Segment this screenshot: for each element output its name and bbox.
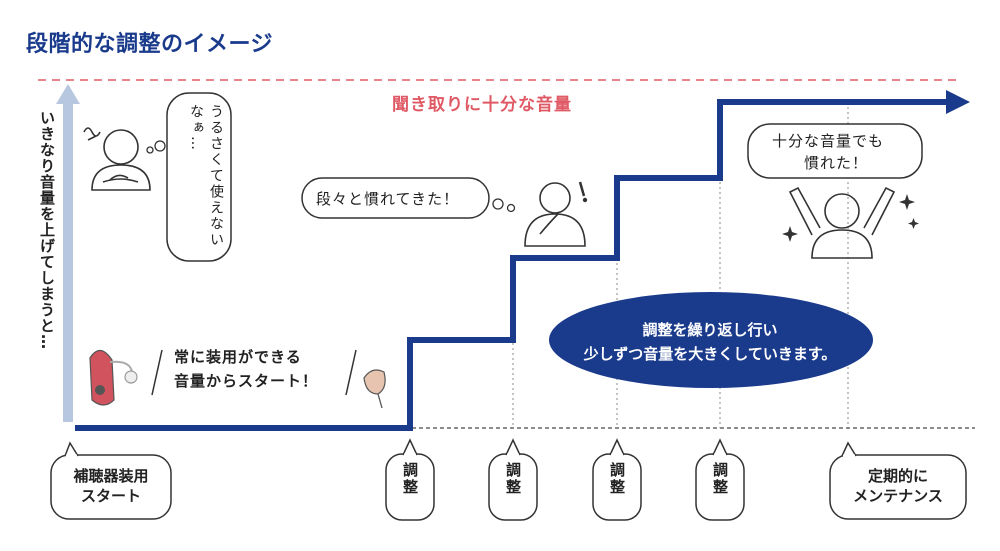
person-thinking-icon: [83, 127, 151, 191]
process-note-ellipse: [549, 292, 873, 388]
step-line-arrowhead: [946, 90, 970, 114]
getting-used-text: 段々と慣れてきた！: [316, 190, 460, 208]
label-bubble-adjust-3: [592, 438, 642, 521]
process-note-line-2: 少しずつ音量を大きくしていきます。: [583, 345, 837, 363]
start-note-slash-right: [345, 349, 357, 396]
label-adjust-4: 調整: [711, 462, 729, 496]
sparkle-icon: [782, 194, 919, 242]
label-maintenance: 定期的に メンテナンス: [830, 466, 966, 506]
hearing-aid-ite-icon: [363, 369, 386, 409]
label-bubble-start: [50, 441, 172, 520]
label-bubble-adjust-1: [385, 438, 435, 521]
person-cheering-icon: [788, 186, 896, 259]
process-note: 調整を繰り返し行い 少しずつ音量を大きくしていきます。: [565, 318, 855, 366]
label-start-line-1: 補聴器装用: [73, 467, 149, 485]
label-start-line-2: スタート: [80, 487, 141, 505]
volume-axis: [63, 100, 73, 422]
label-adjust-2: 調整: [504, 462, 522, 496]
start-note-slash-left: [151, 349, 163, 396]
y-axis-label: いきなり音量を上げてしまうと…: [38, 110, 56, 350]
annoyed-text: うるさくて使えないなぁ…: [188, 104, 224, 248]
label-adjust-3: 調整: [608, 462, 626, 496]
target-line-label: 聞き取りに十分な音量: [392, 95, 572, 115]
hearing-aid-bte-icon: [89, 349, 138, 406]
used-to-full-line-2: 慣れた！: [804, 154, 869, 172]
label-maintenance-line-1: 定期的に: [867, 467, 928, 485]
person-chin-icon: [524, 181, 588, 247]
volume-step-line: [75, 99, 950, 431]
page-title: 段階的な調整のイメージ: [26, 32, 274, 57]
label-start: 補聴器装用 スタート: [51, 466, 171, 506]
volume-axis-arrowhead: [56, 84, 80, 104]
label-bubble-adjust-4: [695, 438, 745, 521]
used-to-full-line-1: 十分な音量でも: [772, 132, 885, 150]
label-maintenance-line-2: メンテナンス: [853, 487, 943, 505]
thought-bubble-getting-used: [301, 177, 516, 219]
thought-bubble-used-to-full: [747, 123, 923, 179]
process-note-line-1: 調整を繰り返し行い: [642, 321, 778, 339]
label-bubble-adjust-2: [488, 438, 538, 521]
label-bubble-maintenance: [829, 441, 967, 520]
thought-bubble-annoyed: [146, 92, 232, 262]
label-adjust-1: 調整: [401, 462, 419, 496]
start-note-line-1: 常に装用ができる: [174, 348, 302, 366]
start-note-line-2: 音量からスタート！: [174, 372, 319, 390]
